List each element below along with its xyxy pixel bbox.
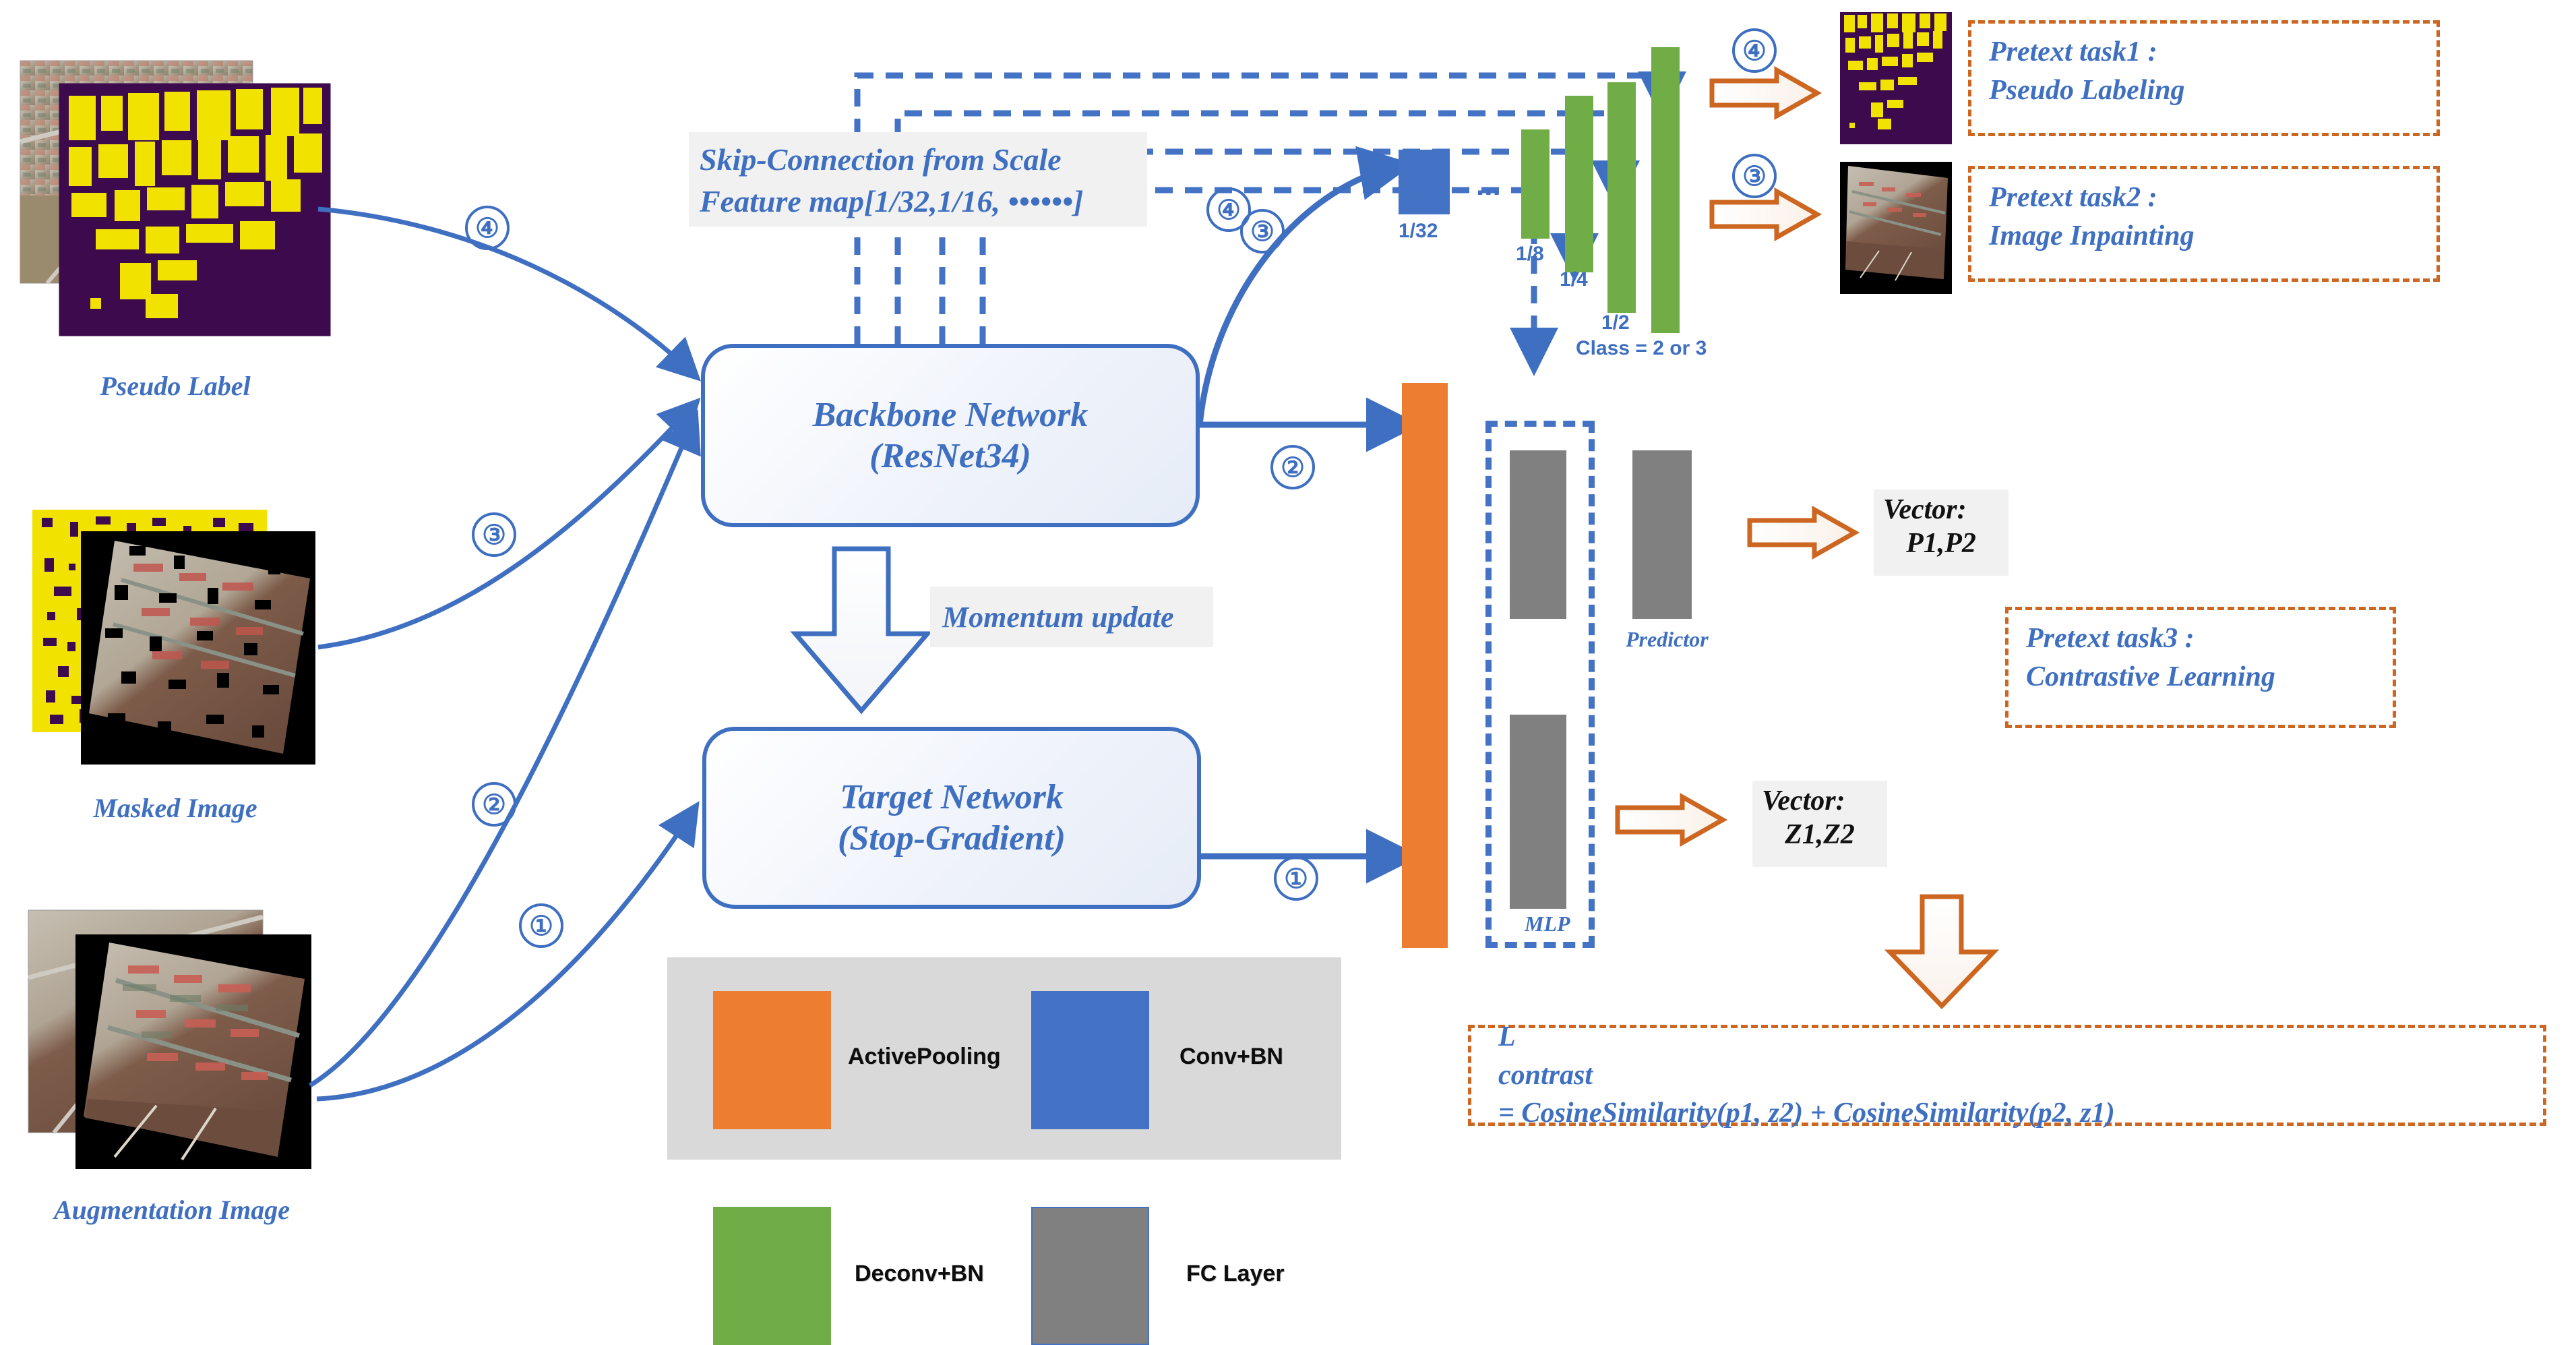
mlp-dashed-container	[1485, 421, 1595, 948]
fc-layer-projection	[1510, 450, 1566, 619]
target-line2: (Stop-Gradient)	[838, 819, 1066, 858]
pretext-task2-name: Image Inpainting	[1989, 220, 2195, 251]
pretext-task1-name: Pseudo Labeling	[1989, 74, 2185, 106]
legend-label-activepooling: ActivePooling	[848, 1044, 1001, 1069]
fc-layer-predictor	[1632, 450, 1692, 619]
pretext-task1-box: Pretext task1 : Pseudo Labeling	[1968, 20, 2440, 136]
deconv-bar-1over8	[1521, 129, 1550, 239]
input-flow-arrows	[309, 206, 702, 1102]
vector-p-line1: Vector:	[1883, 494, 1967, 525]
flow-marker-3-left: ③	[472, 512, 516, 557]
active-pooling-bar	[1402, 383, 1448, 948]
momentum-update-label: Momentum update	[930, 587, 1213, 647]
deconv-scale-label: 1/4	[1560, 268, 1588, 291]
backbone-line2: (ResNet34)	[869, 437, 1031, 475]
loss-lhs-sub: contrast	[1498, 1059, 1593, 1091]
masked-image-thumb	[32, 510, 315, 765]
augmentation-image-thumb	[28, 909, 311, 1169]
pretext-task1-title: Pretext task1 :	[1989, 36, 2157, 67]
momentum-text: Momentum update	[942, 600, 1174, 634]
loss-lhs: L	[1498, 1021, 1516, 1052]
deconv-scale-label: 1/8	[1516, 243, 1544, 265]
flow-marker-2-pool: ②	[1270, 445, 1315, 489]
deconv-scale-label: 1/2	[1601, 311, 1630, 334]
legend-swatch-activepooling	[713, 991, 831, 1129]
pretext-task3-box: Pretext task3 : Contrastive Learning	[2005, 607, 2396, 728]
input-augmentation-image: Augmentation Image	[13, 903, 330, 1226]
vector-z-line1: Vector:	[1762, 785, 1845, 816]
backbone-network-box[interactable]: Backbone Network (ResNet34)	[701, 344, 1200, 527]
mlp-label: MLP	[1525, 911, 1570, 936]
deconv-bar-1over2	[1607, 82, 1636, 313]
pretext-task2-box: Pretext task2 : Image Inpainting	[1968, 166, 2440, 282]
flow-marker-1-left: ①	[519, 903, 563, 948]
skip-note-line1: Skip-Connection from Scale	[700, 142, 1062, 177]
deconv-bar-1over4	[1565, 96, 1593, 272]
vector-p-arrow-icon	[1747, 505, 1860, 560]
legend-swatch-deconvbn	[713, 1207, 831, 1345]
pretext-task3-title: Pretext task3 :	[2026, 623, 2195, 654]
skip-note-line2: Feature map[1/32,1/16, ••••••]	[700, 184, 1084, 219]
flow-marker-3-task2: ③	[1732, 154, 1777, 198]
decoder-ellipsis: ...	[1476, 169, 1501, 202]
input-masked-image: Masked Image	[20, 499, 330, 824]
predictor-label: Predictor	[1626, 627, 1709, 651]
vector-z-line2: Z1,Z2	[1785, 818, 1855, 850]
vector-z-box: Vector: Z1,Z2	[1752, 781, 1887, 867]
fc-layer-mlp	[1510, 715, 1566, 909]
pretext-task2-thumb	[1840, 162, 1952, 294]
input-pseudo-label: Pseudo Label	[20, 60, 331, 402]
skip-connection-note: Skip-Connection from Scale Feature map[1…	[689, 132, 1147, 227]
flow-marker-1-pool: ①	[1274, 856, 1318, 901]
decoder-class-note: Class = 2 or 3	[1576, 337, 1707, 359]
deconv-bar-output	[1651, 47, 1680, 333]
legend-label-deconvbn: Deconv+BN	[855, 1261, 984, 1286]
pretext-task1-arrow-icon	[1709, 65, 1822, 121]
input-caption: Pseudo Label	[100, 371, 251, 401]
pretext-task1-thumb	[1840, 12, 1952, 144]
legend-label-fclayer: FC Layer	[1186, 1261, 1285, 1286]
flow-marker-2-left: ②	[472, 782, 516, 827]
target-network-box[interactable]: Target Network (Stop-Gradient)	[702, 727, 1201, 909]
pseudo-label-thumb	[20, 60, 331, 336]
conv-scale-label: 1/32	[1399, 220, 1438, 242]
target-line1: Target Network	[840, 777, 1064, 816]
loss-down-arrow-icon	[1884, 894, 2000, 1010]
legend-swatch-convbn	[1031, 991, 1149, 1129]
flow-marker-4-decoder: ④	[1206, 187, 1251, 232]
flow-marker-3-decoder: ③	[1240, 209, 1285, 253]
vector-z-arrow-icon	[1615, 792, 1728, 847]
vector-p-line2: P1,P2	[1906, 527, 1976, 559]
legend-label-convbn: Conv+BN	[1179, 1044, 1283, 1069]
conv-bn-block-1over32	[1399, 150, 1450, 214]
legend-swatch-fclayer	[1031, 1207, 1149, 1345]
loss-rhs: = CosineSimilarity(p1, z2) + CosineSimil…	[1498, 1098, 2115, 1129]
flow-marker-4-left: ④	[465, 206, 510, 250]
input-caption: Masked Image	[93, 793, 257, 823]
vector-p-box: Vector: P1,P2	[1874, 489, 2008, 576]
pretext-task2-title: Pretext task2 :	[1989, 182, 2157, 213]
pretext-task2-arrow-icon	[1709, 187, 1822, 242]
pretext-task3-name: Contrastive Learning	[2026, 661, 2275, 692]
input-caption: Augmentation Image	[53, 1195, 290, 1225]
momentum-update-arrow-icon	[790, 546, 933, 715]
backbone-line1: Backbone Network	[812, 395, 1088, 434]
flow-marker-4-task1: ④	[1732, 28, 1777, 73]
legend-panel: ActivePooling Conv+BN Deconv+BN FC Layer	[667, 957, 1341, 1345]
